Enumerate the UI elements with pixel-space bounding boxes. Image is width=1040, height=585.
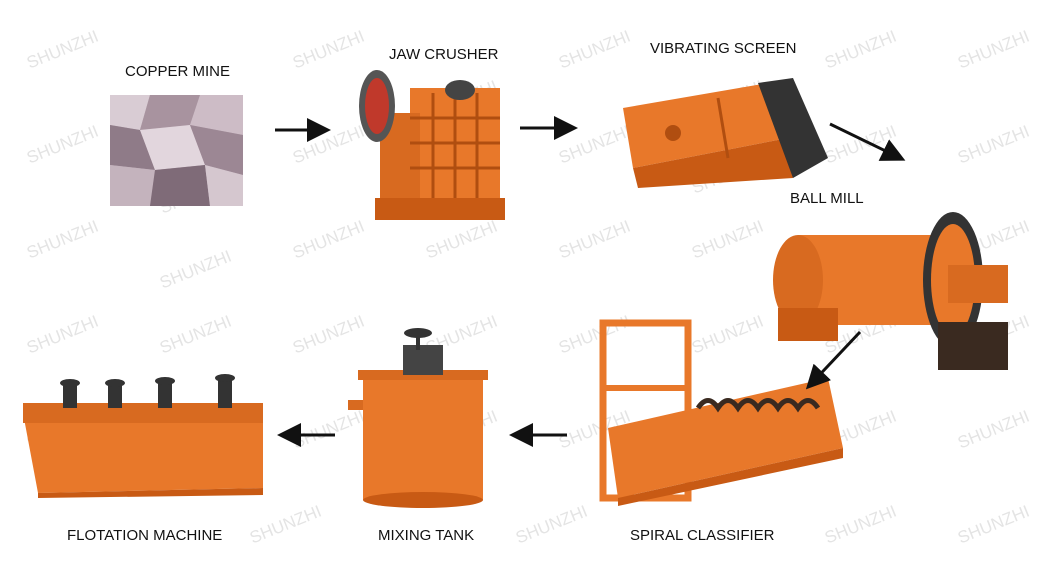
jaw-crusher-image [359, 70, 505, 220]
arrow-mill-to-classifier [805, 330, 862, 390]
label-ball-mill: BALL MILL [790, 190, 864, 207]
copper-ore-image [110, 95, 243, 206]
ball-mill-image [773, 212, 1008, 370]
label-mixing-tank: MIXING TANK [378, 527, 475, 544]
label-copper-mine: COPPER MINE [125, 63, 231, 80]
vibrating-screen-image [623, 78, 828, 188]
label-jaw-crusher: JAW CRUSHER [389, 46, 499, 63]
flotation-machine-image [23, 374, 263, 498]
label-flotation-machine: FLOTATION MACHINE [67, 527, 223, 544]
arrow-screen-to-mill [829, 122, 906, 161]
spiral-classifier-image [599, 319, 843, 506]
label-vibrating-screen: VIBRATING SCREEN [650, 40, 797, 57]
mixing-tank-image [348, 328, 488, 508]
label-spiral-classifier: SPIRAL CLASSIFIER [630, 527, 775, 544]
